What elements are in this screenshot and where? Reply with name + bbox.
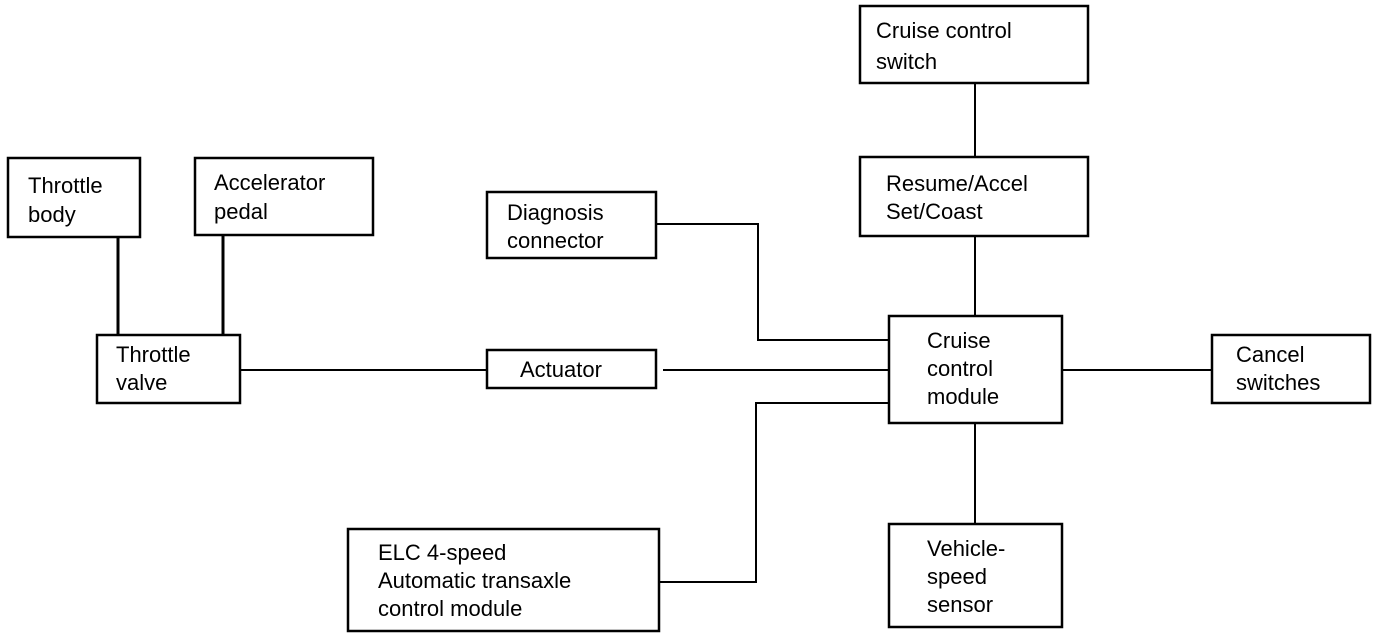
- box-vehicle-speed-sensor: Vehicle- speed sensor: [887, 522, 1064, 629]
- box-label-line: control: [927, 356, 993, 381]
- box-label-line: ELC 4-speed: [378, 540, 506, 565]
- box-label-line: Accelerator: [214, 170, 325, 195]
- box-label-line: speed: [927, 564, 987, 589]
- box-throttle-valve: Throttle valve: [95, 333, 242, 405]
- box-label-line: Cancel: [1236, 342, 1304, 367]
- box-label-line: body: [28, 202, 76, 227]
- box-label-line: Throttle: [28, 173, 103, 198]
- box-elc-transaxle-control-module: ELC 4-speed Automatic transaxle control …: [346, 527, 661, 633]
- box-label-line: Diagnosis: [507, 200, 604, 225]
- edge-elc-to-module: [659, 402, 889, 583]
- edge-diagnosis-to-module: [656, 223, 889, 341]
- box-actuator: Actuator: [485, 348, 658, 390]
- box-label-line: Cruise: [927, 328, 991, 353]
- box-label-line: control module: [378, 596, 522, 621]
- box-accelerator-pedal: Accelerator pedal: [193, 156, 375, 237]
- box-label-line: valve: [116, 370, 167, 395]
- box-label-line: Resume/Accel: [886, 171, 1028, 196]
- box-label-line: Vehicle-: [927, 536, 1005, 561]
- box-cruise-control-switch: Cruise control switch: [858, 4, 1090, 85]
- box-cruise-control-module: Cruise control module: [887, 314, 1064, 425]
- box-label-line: Cruise control: [876, 18, 1012, 43]
- box-throttle-body: Throttle body: [6, 156, 142, 239]
- box-resume-accel-set-coast: Resume/Accel Set/Coast: [858, 155, 1090, 238]
- box-label-line: module: [927, 384, 999, 409]
- box-label-line: connector: [507, 228, 604, 253]
- box-label-line: Throttle: [116, 342, 191, 367]
- box-cancel-switches: Cancel switches: [1210, 333, 1372, 405]
- box-label-line: pedal: [214, 199, 268, 224]
- box-label-line: switch: [876, 49, 937, 74]
- box-label-line: Set/Coast: [886, 199, 983, 224]
- connections: [116, 83, 1212, 583]
- box-label-line: Actuator: [520, 357, 602, 382]
- box-label-line: Automatic transaxle: [378, 568, 571, 593]
- box-diagnosis-connector: Diagnosis connector: [485, 190, 658, 260]
- box-label-line: switches: [1236, 370, 1320, 395]
- box-label-line: sensor: [927, 592, 993, 617]
